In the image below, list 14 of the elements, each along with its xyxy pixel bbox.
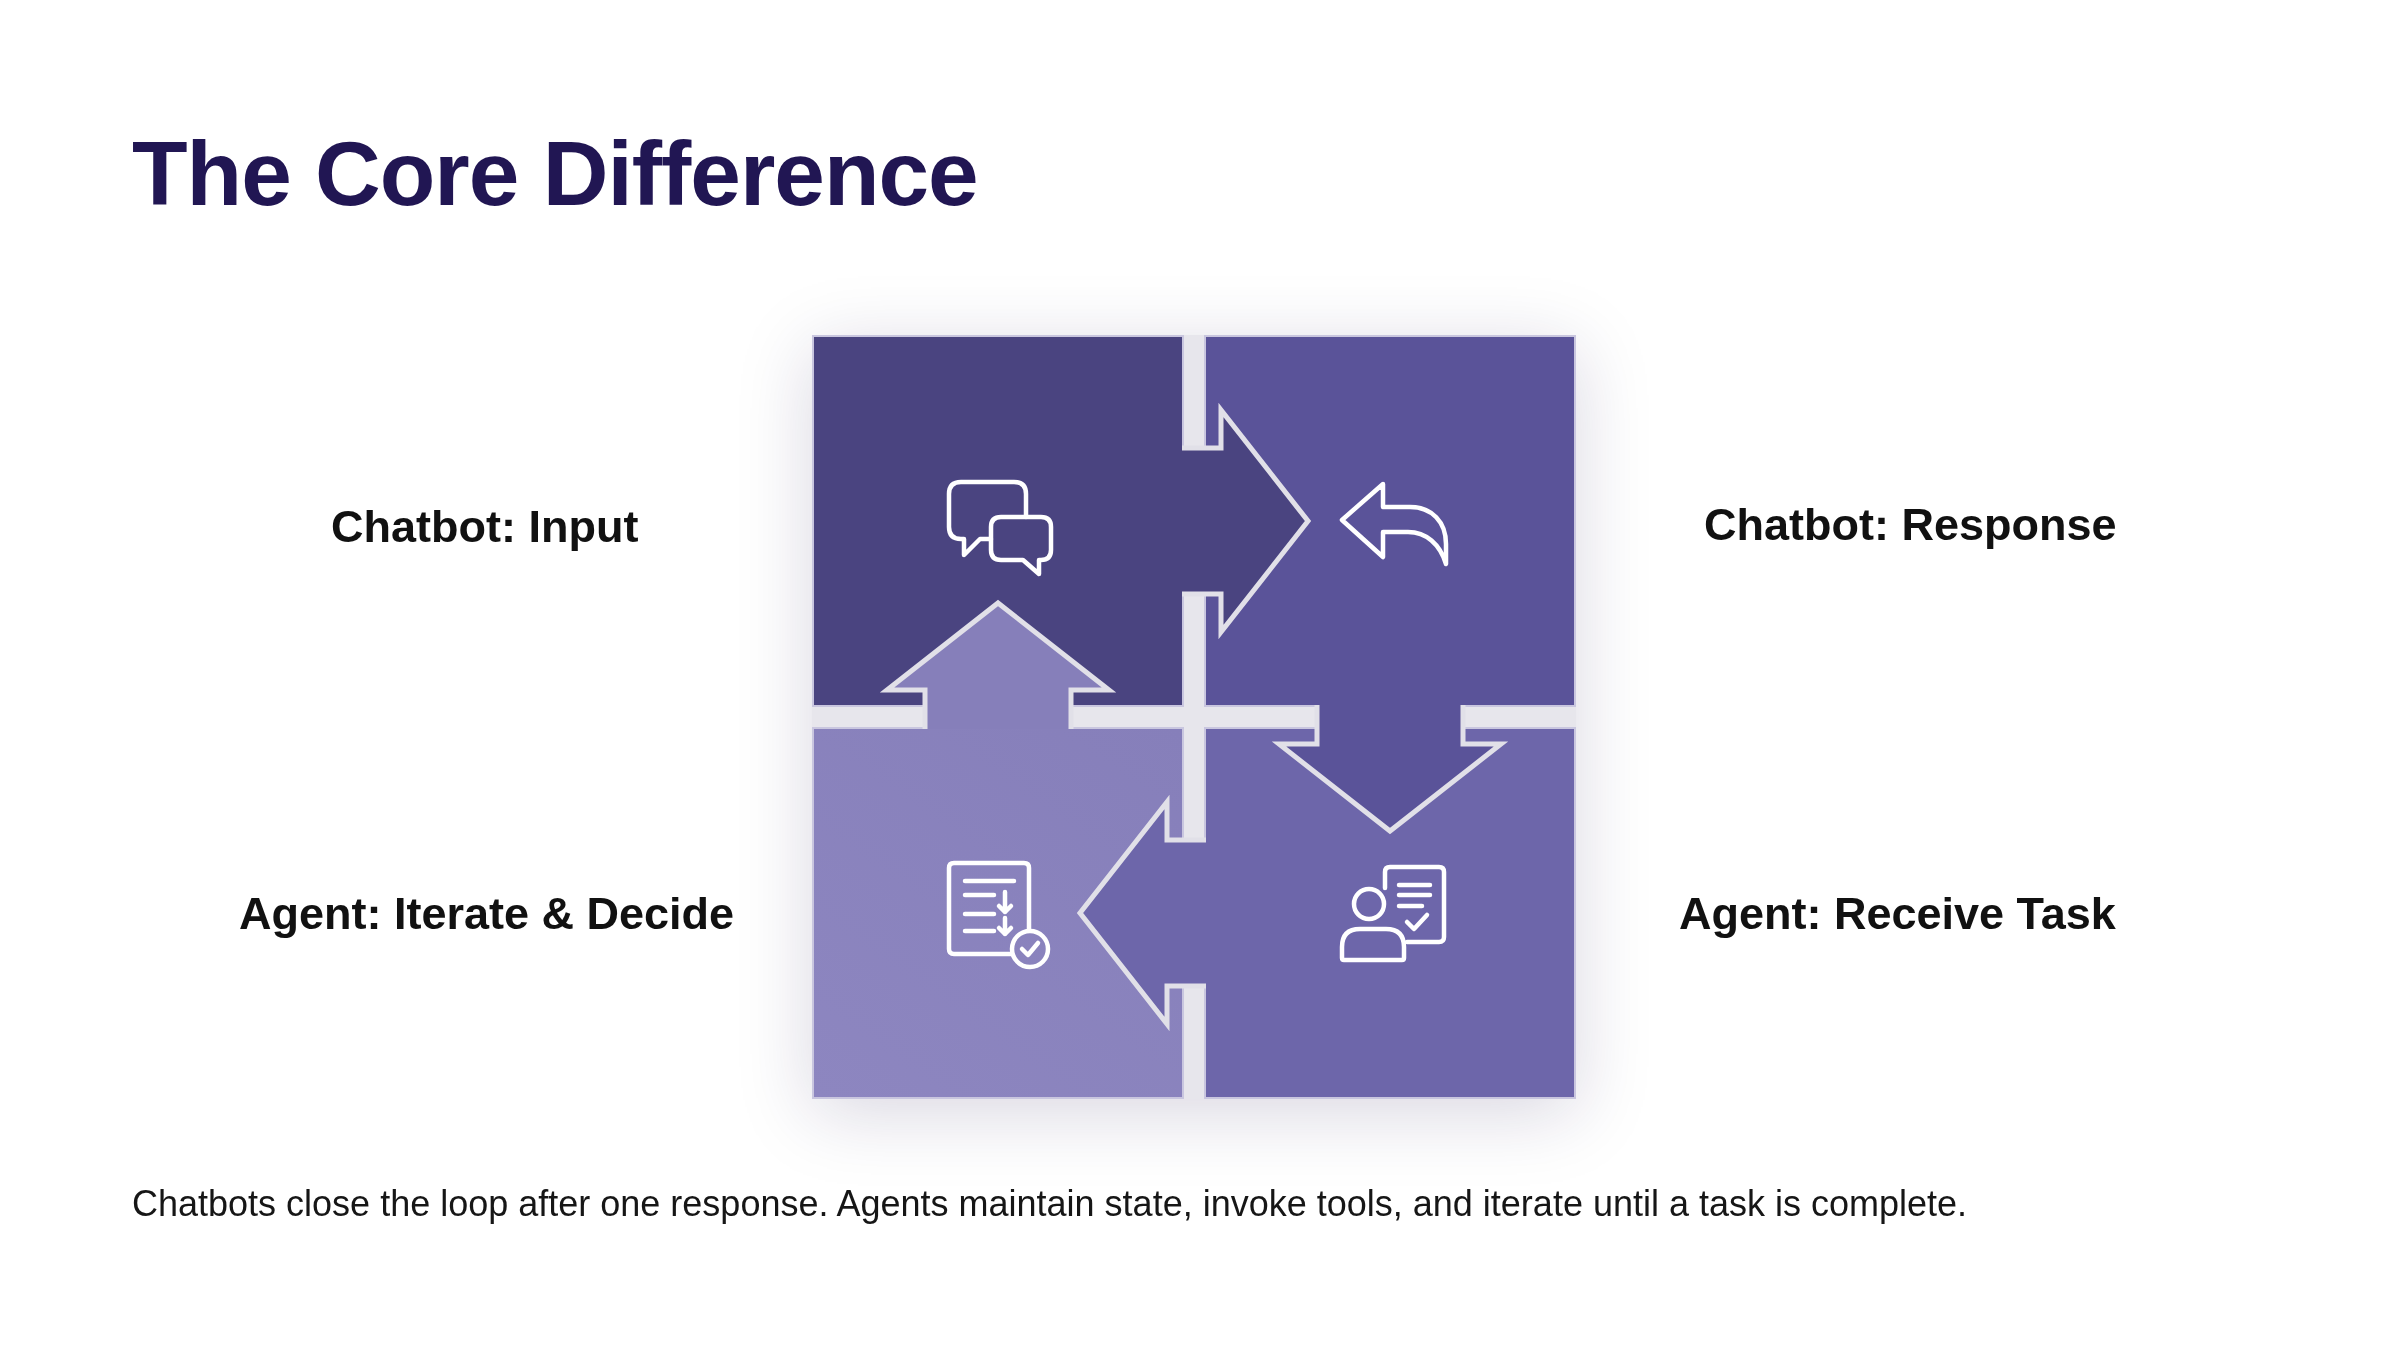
puzzle-quadrant [812,727,1184,1099]
puzzle-quadrant [1204,335,1576,707]
puzzle-quadrant [812,335,1184,707]
slide-title: The Core Difference [132,128,978,219]
caption-text: Chatbots close the loop after one response. Agents maintain state, invoke tools, and iterate until a task is complete. [132,1184,1968,1224]
quadrant-label: Agent: Iterate & Decide [239,888,735,940]
block-arrow [1271,702,1509,835]
block-arrow [1179,402,1312,640]
puzzle-quadrant [1204,727,1576,1099]
quadrant-label: Chatbot: Input [331,501,639,553]
block-arrow [879,599,1117,732]
quadrant-label: Agent: Receive Task [1679,888,2116,940]
block-arrow [1076,794,1209,1032]
quadrant-label: Chatbot: Response [1704,499,2117,551]
